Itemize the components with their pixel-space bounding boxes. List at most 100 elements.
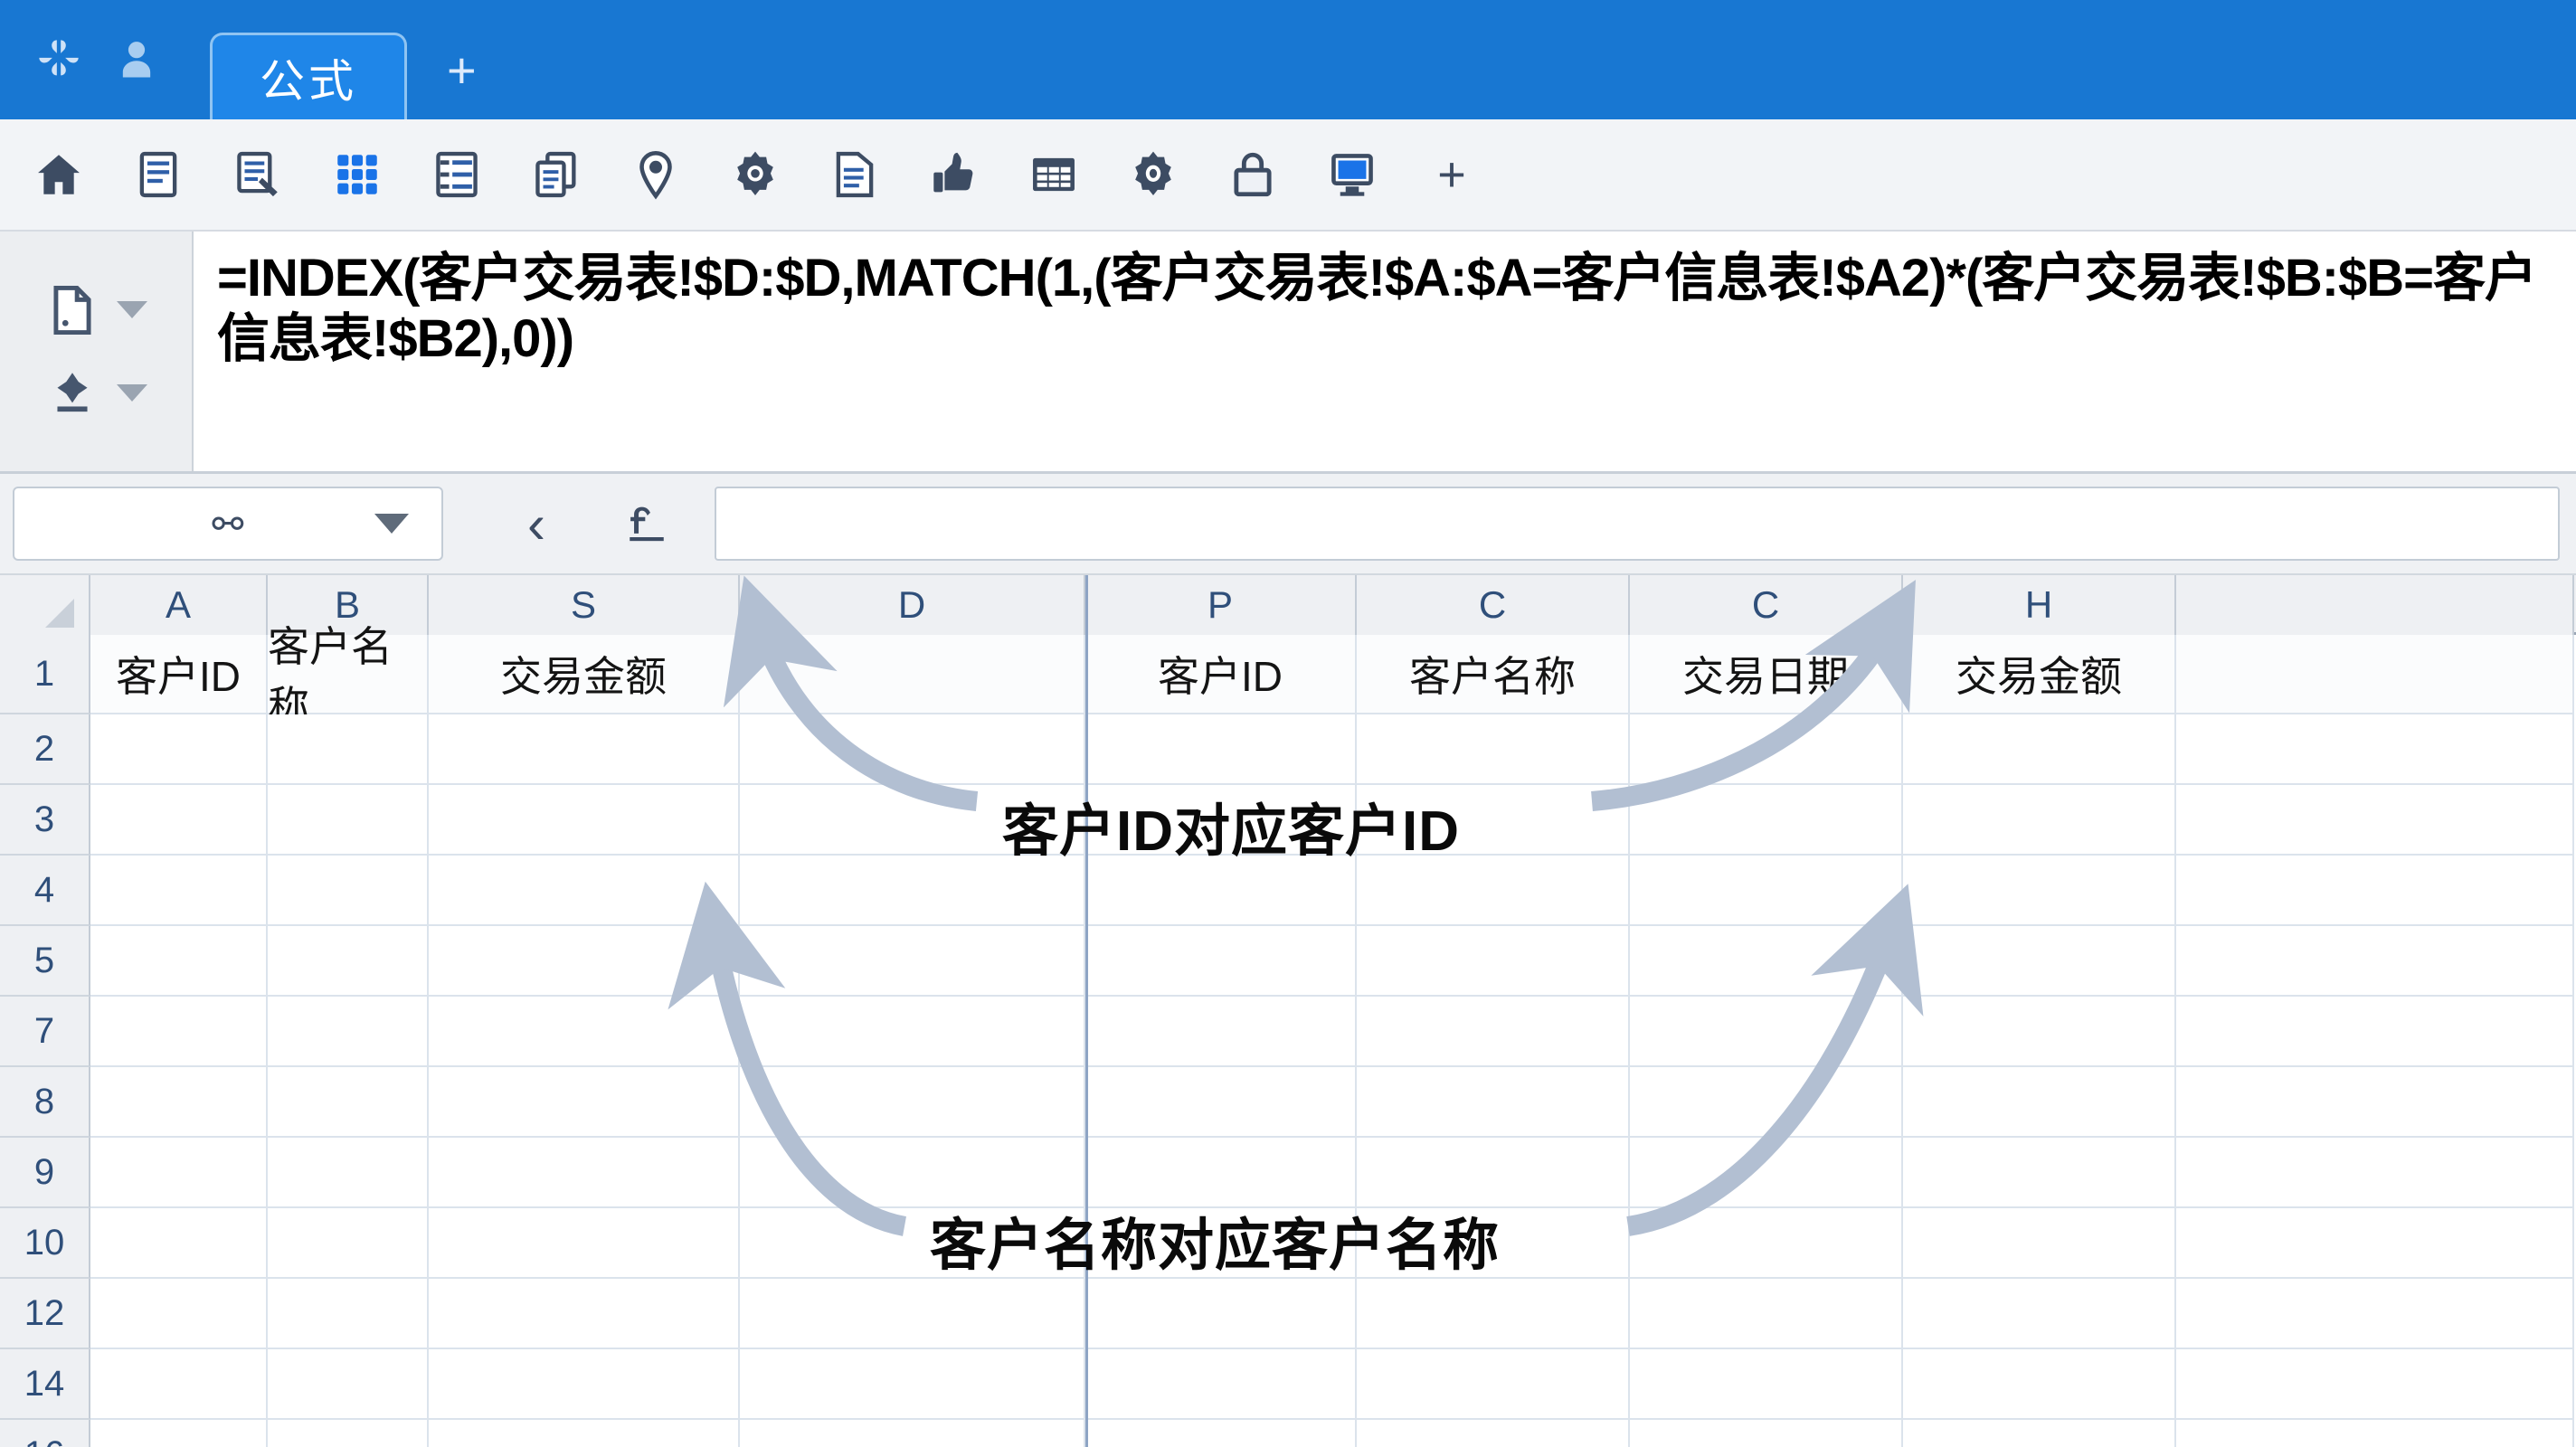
row-header-3[interactable]: 3 — [0, 785, 90, 856]
cell-D14[interactable] — [740, 1349, 1085, 1420]
cell-x7[interactable] — [2176, 997, 2574, 1067]
cell-C9[interactable] — [1357, 1138, 1630, 1208]
cell-H4[interactable] — [1903, 856, 2176, 926]
list-view-icon[interactable] — [407, 125, 507, 224]
table-icon[interactable] — [1004, 125, 1103, 224]
cell-H1[interactable]: 交易金额 — [1903, 635, 2176, 714]
cell-B8[interactable] — [268, 1067, 429, 1138]
cell-C9[interactable] — [1630, 1138, 1903, 1208]
cell-H14[interactable] — [1903, 1349, 2176, 1420]
cell-C4[interactable] — [1357, 856, 1630, 926]
row-header-5[interactable]: 5 — [0, 926, 90, 997]
cell-x1[interactable] — [2176, 635, 2574, 714]
cell-H8[interactable] — [1903, 1067, 2176, 1138]
cell-x8[interactable] — [2176, 1067, 2574, 1138]
cell-S5[interactable] — [429, 926, 740, 997]
cell-H7[interactable] — [1903, 997, 2176, 1067]
cell-C2[interactable] — [1357, 714, 1630, 785]
cell-C12[interactable] — [1357, 1279, 1630, 1349]
cell-C10[interactable] — [1630, 1208, 1903, 1279]
cell-A2[interactable] — [90, 714, 268, 785]
select-all-icon[interactable] — [0, 575, 90, 635]
cell-P12[interactable] — [1085, 1279, 1357, 1349]
cell-A9[interactable] — [90, 1138, 268, 1208]
cell-B7[interactable] — [268, 997, 429, 1067]
cell-x5[interactable] — [2176, 926, 2574, 997]
formula-input[interactable]: =INDEX(客户交易表!$D:$D,MATCH(1,(客户交易表!$A:$A=… — [217, 249, 2537, 369]
gear-alt-icon[interactable] — [1103, 125, 1203, 224]
cell-x14[interactable] — [2176, 1349, 2574, 1420]
cell-D4[interactable] — [740, 856, 1085, 926]
cell-B9[interactable] — [268, 1138, 429, 1208]
cell-x16[interactable] — [2176, 1420, 2574, 1447]
cell-P4[interactable] — [1085, 856, 1357, 926]
column-header-B-1[interactable]: B — [268, 575, 429, 635]
cell-C4[interactable] — [1630, 856, 1903, 926]
cell-A1[interactable]: 客户ID — [90, 635, 268, 714]
cell-S2[interactable] — [429, 714, 740, 785]
cell-P3[interactable] — [1085, 785, 1357, 856]
cell-C1[interactable]: 客户名称 — [1357, 635, 1630, 714]
cell-x9[interactable] — [2176, 1138, 2574, 1208]
cell-B10[interactable] — [268, 1208, 429, 1279]
thumbs-up-icon[interactable] — [904, 125, 1004, 224]
cell-x2[interactable] — [2176, 714, 2574, 785]
formula-entry-input[interactable] — [715, 487, 2560, 561]
cell-D16[interactable] — [740, 1420, 1085, 1447]
cell-P7[interactable] — [1085, 997, 1357, 1067]
cell-S10[interactable] — [429, 1208, 740, 1279]
cell-S16[interactable] — [429, 1420, 740, 1447]
cell-D8[interactable] — [740, 1067, 1085, 1138]
document-edit-icon[interactable] — [208, 125, 308, 224]
cell-x12[interactable] — [2176, 1279, 2574, 1349]
cell-C10[interactable] — [1357, 1208, 1630, 1279]
page-dropdown-button[interactable] — [44, 282, 147, 338]
cell-P14[interactable] — [1085, 1349, 1357, 1420]
cell-D2[interactable] — [740, 714, 1085, 785]
row-header-8[interactable]: 8 — [0, 1067, 90, 1138]
column-header-P-4[interactable]: P — [1085, 575, 1357, 635]
file-lines-icon[interactable] — [805, 125, 904, 224]
cell-C16[interactable] — [1630, 1420, 1903, 1447]
cell-A16[interactable] — [90, 1420, 268, 1447]
cell-B1[interactable]: 客户名称 — [268, 623, 429, 730]
row-header-7[interactable]: 7 — [0, 997, 90, 1067]
cell-C5[interactable] — [1630, 926, 1903, 997]
cell-x3[interactable] — [2176, 785, 2574, 856]
column-header-S-2[interactable]: S — [429, 575, 740, 635]
cell-H16[interactable] — [1903, 1420, 2176, 1447]
cell-A7[interactable] — [90, 997, 268, 1067]
cell-A14[interactable] — [90, 1349, 268, 1420]
cell-D10[interactable] — [740, 1208, 1085, 1279]
home-icon[interactable] — [9, 125, 109, 224]
chevron-down-icon[interactable] — [374, 514, 409, 534]
cell-x4[interactable] — [2176, 856, 2574, 926]
cell-D5[interactable] — [740, 926, 1085, 997]
grid-apps-icon[interactable] — [308, 125, 407, 224]
cell-H10[interactable] — [1903, 1208, 2176, 1279]
cell-C7[interactable] — [1357, 997, 1630, 1067]
row-header-10[interactable]: 10 — [0, 1208, 90, 1279]
column-header-A-0[interactable]: A — [90, 575, 268, 635]
document-icon[interactable] — [109, 125, 208, 224]
cell-C14[interactable] — [1357, 1349, 1630, 1420]
collapse-button[interactable]: ‹ — [497, 485, 575, 563]
location-pin-icon[interactable] — [606, 125, 706, 224]
cell-H3[interactable] — [1903, 785, 2176, 856]
cell-B14[interactable] — [268, 1349, 429, 1420]
toolbar-add-button[interactable]: + — [1402, 125, 1501, 224]
cell-B16[interactable] — [268, 1420, 429, 1447]
cell-C16[interactable] — [1357, 1420, 1630, 1447]
name-box[interactable]: ⚯ — [13, 487, 443, 561]
cell-A5[interactable] — [90, 926, 268, 997]
cell-P9[interactable] — [1085, 1138, 1357, 1208]
cell-B3[interactable] — [268, 785, 429, 856]
add-tab-button[interactable]: + — [447, 45, 477, 96]
cell-B12[interactable] — [268, 1279, 429, 1349]
cell-A3[interactable] — [90, 785, 268, 856]
cell-C8[interactable] — [1357, 1067, 1630, 1138]
cell-S8[interactable] — [429, 1067, 740, 1138]
cell-H12[interactable] — [1903, 1279, 2176, 1349]
cell-P2[interactable] — [1085, 714, 1357, 785]
cell-D1[interactable] — [740, 635, 1085, 714]
